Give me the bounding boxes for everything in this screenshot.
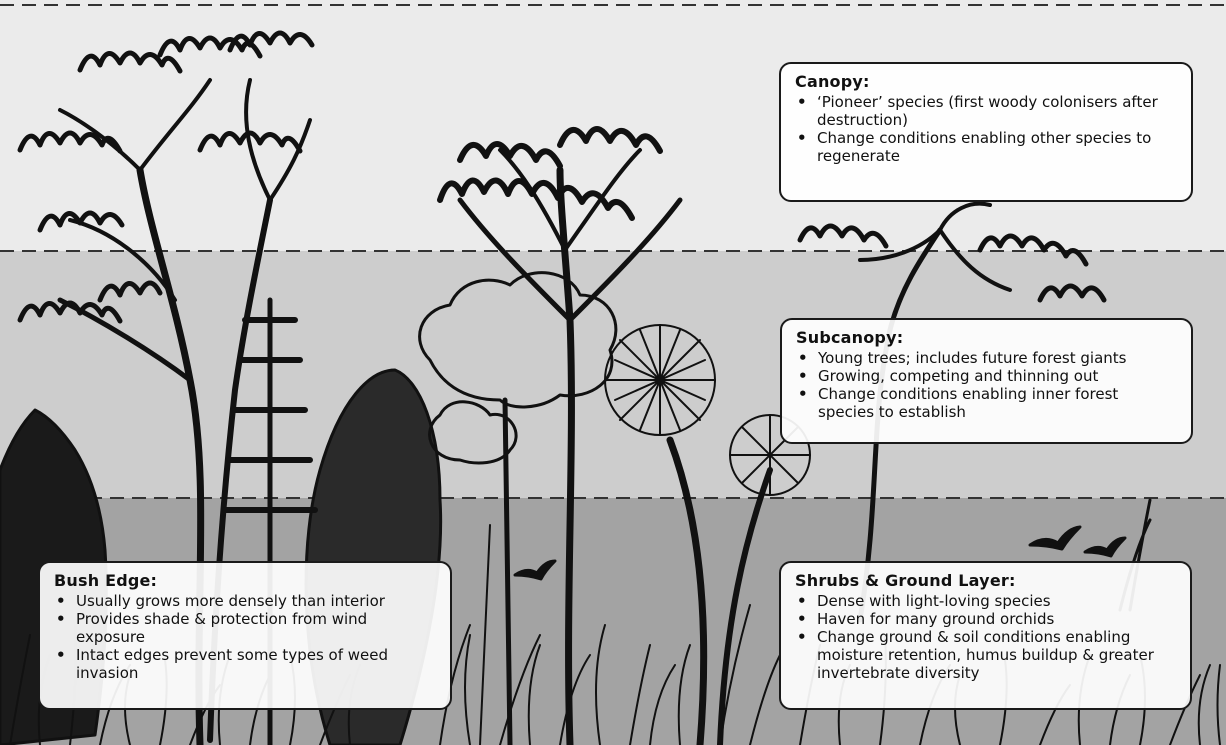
list-item: •Young trees; includes future forest gia… <box>796 349 1179 367</box>
list-item: •Change ground & soil conditions enablin… <box>795 628 1178 682</box>
list-item-text: Change conditions enabling other species… <box>817 129 1151 165</box>
shrubs-ground-list: •Dense with light-loving species •Haven … <box>795 592 1178 682</box>
list-item-text: Dense with light-loving species <box>817 592 1051 610</box>
list-item: •‘Pioneer’ species (first woody colonise… <box>795 93 1179 129</box>
list-item: •Provides shade & protection from wind e… <box>54 610 438 646</box>
subcanopy-title: Subcanopy: <box>796 328 1179 347</box>
shrubs-ground-infobox: Shrubs & Ground Layer: •Dense with light… <box>779 561 1192 710</box>
list-item-text: Usually grows more densely than interior <box>76 592 385 610</box>
list-item: •Change conditions enabling other specie… <box>795 129 1179 165</box>
list-item-text: Growing, competing and thinning out <box>818 367 1098 385</box>
list-item: •Change conditions enabling inner forest… <box>796 385 1179 421</box>
bush-edge-list: •Usually grows more densely than interio… <box>54 592 438 682</box>
list-item-text: Intact edges prevent some types of weed … <box>76 646 388 682</box>
list-item: •Intact edges prevent some types of weed… <box>54 646 438 682</box>
list-item-text: Young trees; includes future forest gian… <box>818 349 1126 367</box>
list-item-text: Provides shade & protection from wind ex… <box>76 610 367 646</box>
list-item-text: Haven for many ground orchids <box>817 610 1054 628</box>
canopy-infobox: Canopy: •‘Pioneer’ species (first woody … <box>779 62 1193 202</box>
bush-edge-title: Bush Edge: <box>54 571 438 590</box>
shrubs-ground-title: Shrubs & Ground Layer: <box>795 571 1178 590</box>
subcanopy-list: •Young trees; includes future forest gia… <box>796 349 1179 421</box>
canopy-list: •‘Pioneer’ species (first woody colonise… <box>795 93 1179 165</box>
list-item: •Usually grows more densely than interio… <box>54 592 438 610</box>
list-item-text: Change ground & soil conditions enabling… <box>817 628 1154 682</box>
canopy-title: Canopy: <box>795 72 1179 91</box>
list-item: •Dense with light-loving species <box>795 592 1178 610</box>
bush-edge-infobox: Bush Edge: •Usually grows more densely t… <box>38 561 452 710</box>
list-item-text: ‘Pioneer’ species (first woody coloniser… <box>817 93 1158 129</box>
list-item: •Haven for many ground orchids <box>795 610 1178 628</box>
list-item: •Growing, competing and thinning out <box>796 367 1179 385</box>
list-item-text: Change conditions enabling inner forest … <box>818 385 1118 421</box>
subcanopy-infobox: Subcanopy: •Young trees; includes future… <box>780 318 1193 444</box>
